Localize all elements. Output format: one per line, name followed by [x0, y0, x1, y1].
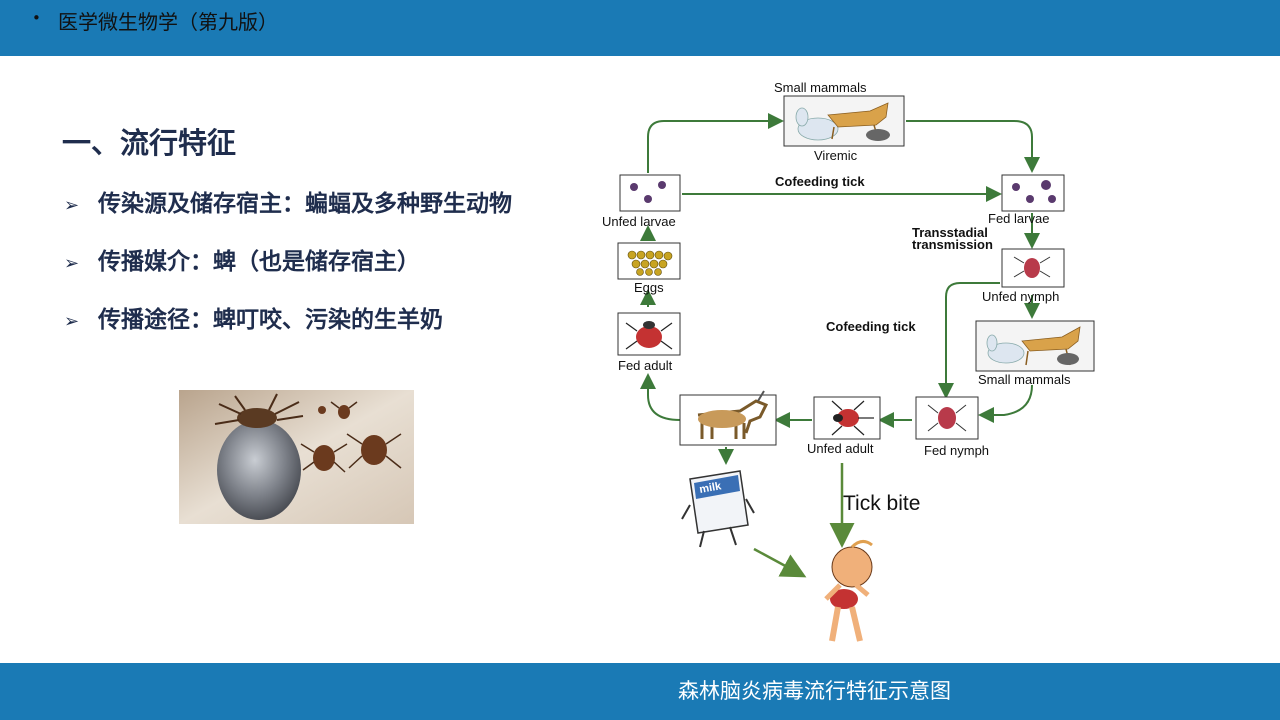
small-mammals-right-label: Small mammals [978, 372, 1071, 387]
unfed-larvae-box [619, 174, 681, 212]
transstadial-label-2: transmission [912, 237, 993, 252]
fed-nymph-box [915, 396, 979, 440]
section-heading: 一、流行特征 [62, 126, 237, 160]
arrow-bullet-icon: ➢ [64, 311, 80, 332]
small-mammals-top-box [783, 95, 905, 147]
transstadial-label-1: Transstadial [912, 225, 988, 240]
arrow-bullet-icon: ➢ [64, 253, 80, 274]
unfed-adult-label: Unfed adult [807, 441, 874, 456]
cycle-arrows [640, 113, 1040, 465]
figure-caption: 森林脑炎病毒流行特征示意图 [678, 679, 951, 703]
arrow-bullet-icon: ➢ [64, 195, 80, 216]
cofeeding-tick-top-label: Cofeeding tick [775, 174, 865, 189]
fed-nymph-label: Fed nymph [924, 443, 989, 458]
unfed-nymph-label: Unfed nymph [982, 289, 1059, 304]
eggs-label: Eggs [634, 280, 664, 295]
tick-bite-label: Tick bite [843, 492, 921, 515]
point-vector: ➢ 传播媒介：蜱（也是储存宿主） [64, 242, 420, 276]
fed-adult-box [617, 312, 681, 356]
cofeeding-tick-mid-label: Cofeeding tick [826, 319, 916, 334]
unfed-nymph-box [1001, 248, 1065, 288]
header-bullet: • [32, 9, 41, 27]
point-vector-text: 传播媒介：蜱（也是储存宿主） [98, 249, 420, 275]
tick-photo [179, 390, 414, 524]
small-mammals-top-label: Small mammals [774, 80, 867, 95]
unfed-larvae-label: Unfed larvae [602, 214, 676, 229]
viremic-label: Viremic [814, 148, 858, 163]
goat-box [679, 390, 777, 446]
unfed-adult-box [813, 396, 881, 440]
point-source-text: 传染源及储存宿主：蝙蝠及多种野生动物 [98, 191, 512, 217]
point-source: ➢ 传染源及储存宿主：蝙蝠及多种野生动物 [64, 184, 512, 218]
header-title: 医学微生物学（第九版） [58, 10, 278, 34]
baby-figure [824, 540, 873, 642]
bottom-banner: 森林脑炎病毒流行特征示意图 [0, 663, 1280, 720]
point-route-text: 传播途径：蜱叮咬、污染的生羊奶 [98, 307, 443, 333]
fed-larvae-box [1001, 174, 1065, 212]
top-banner: • 医学微生物学（第九版） [0, 0, 1280, 56]
point-route: ➢ 传播途径：蜱叮咬、污染的生羊奶 [64, 300, 443, 334]
small-mammals-right-box [975, 320, 1095, 372]
eggs-box [617, 242, 681, 280]
fed-larvae-label: Fed larvae [988, 211, 1049, 226]
milk-text: milk [698, 480, 723, 496]
tick-life-cycle-diagram: Small mammals Viremic Cofeeding tick Unf… [602, 80, 1095, 642]
fed-adult-label: Fed adult [618, 358, 673, 373]
milk-carton: milk [681, 470, 755, 548]
